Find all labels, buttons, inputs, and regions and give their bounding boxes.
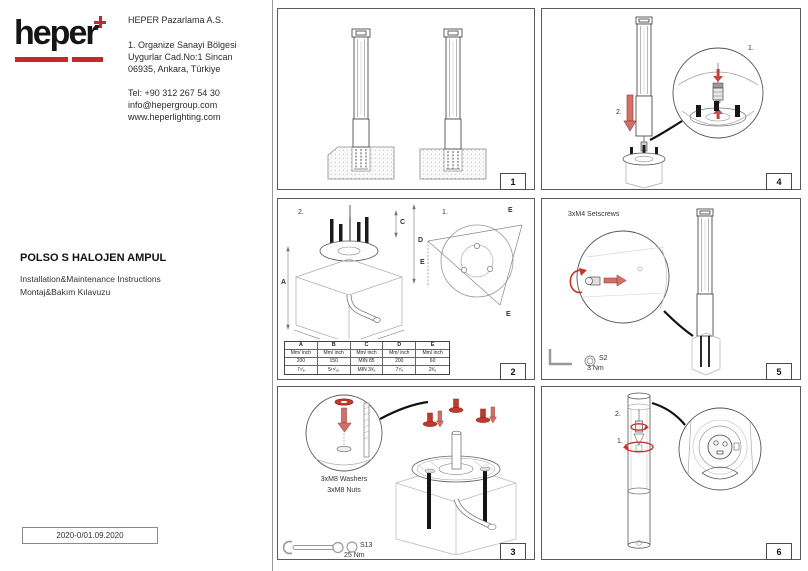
table-inch-e: 2³⁄₈ xyxy=(428,367,437,373)
table-header-c: C xyxy=(350,342,384,350)
table-mm-b: 150 xyxy=(317,358,351,366)
panel2-dimension-table: A B C D E Mm/ inch Mm/ inch Mm/ inch Mm/… xyxy=(284,341,450,375)
panel2-plan-label: 1. xyxy=(442,209,448,216)
panel6-step2-label: 2. xyxy=(615,411,621,418)
company-address-1: 1. Organize Sanayi Bölgesi xyxy=(128,40,237,50)
panel6-number-box: 6 xyxy=(766,543,792,560)
company-tel: Tel: +90 312 267 54 30 xyxy=(128,88,220,98)
panel1-number-box: 1 xyxy=(500,173,526,190)
panel3-washers-label: 3xM8 Washers xyxy=(320,476,368,483)
table-inch-c: MIN 3³⁄₈ xyxy=(351,366,384,374)
panel-2: 2. A B B C D 1. E E E A B C D E Mm/ inch… xyxy=(277,198,535,380)
panel4-drawing-lamp-insert xyxy=(622,16,764,189)
panel1-drawing-two-bollards xyxy=(327,28,487,180)
table-inch-a: 7⁷⁄₈ xyxy=(285,366,318,374)
table-header-e: E xyxy=(416,342,449,350)
company-address-2: Uygurlar Cad.No:1 Sincan xyxy=(128,52,233,62)
panel3-nuts-label: 3xM8 Nuts xyxy=(327,487,361,494)
panel-5: 3xM4 Setscrews S2 3 Nm 5 xyxy=(541,198,801,380)
table-inch-b: 5¹⁵⁄₁₆ xyxy=(318,366,351,374)
logo-underline-right xyxy=(72,57,103,62)
panel2-number: 2 xyxy=(510,366,516,377)
panel6-number: 6 xyxy=(776,546,782,557)
table-header-d: D xyxy=(383,342,417,350)
table-unit-e: Mm/ inch xyxy=(416,350,449,358)
panel2-dim-e2: E xyxy=(508,207,513,214)
panel5-number-box: 5 xyxy=(766,363,792,380)
company-web: www.heperlighting.com xyxy=(128,112,221,122)
panel3-number-box: 3 xyxy=(500,543,526,560)
subtitle-en: Installation&Maintenance Instructions xyxy=(20,274,161,284)
panel-6: 2. 1. 6 xyxy=(541,386,801,560)
panel2-dim-a: A xyxy=(281,279,287,286)
panel2-iso-label: 2. xyxy=(298,209,304,216)
panel3-drawing-washers-nuts xyxy=(282,394,518,556)
panel5-setscrews-label: 3xM4 Setscrews xyxy=(568,211,620,218)
panel2-dim-e3: E xyxy=(506,311,511,318)
panel5-drawing-setscrews xyxy=(548,208,721,376)
column-separator xyxy=(272,0,273,571)
table-mm-e: 60 xyxy=(416,358,449,366)
panel-1: 1 xyxy=(277,8,535,190)
table-header-a: A xyxy=(285,342,318,350)
allen-key-icon xyxy=(548,349,572,366)
logo-underline-left xyxy=(15,57,68,62)
heper-logo: heper xyxy=(14,14,99,52)
panel4-step1-label: 1. xyxy=(748,45,754,52)
wrench-icon xyxy=(282,540,344,555)
company-email: info@hepergroup.com xyxy=(128,100,218,110)
panel4-number: 4 xyxy=(776,176,782,187)
panel4-step2-label: 2. xyxy=(616,109,622,116)
product-title: POLSO S HALOJEN AMPUL xyxy=(20,252,167,264)
table-mm-a: 200 xyxy=(285,358,318,366)
heper-logo-plus-icon xyxy=(93,16,107,30)
table-mm-c: MIN 85 xyxy=(350,358,384,366)
panel3-tool-label: S13 xyxy=(360,542,373,549)
panel2-number-box: 2 xyxy=(500,363,526,380)
panel2-drawing-foundation-dimensions xyxy=(286,204,523,339)
panel5-torque-label: 3 Nm xyxy=(587,365,604,372)
table-unit-c: Mm/ inch xyxy=(350,350,384,358)
panel2-dim-e1: E xyxy=(420,259,425,266)
panel2-dim-c: C xyxy=(400,219,406,226)
company-address-3: 06935, Ankara, Türkiye xyxy=(128,64,221,74)
hex-socket-icon xyxy=(584,355,596,367)
panel4-number-box: 4 xyxy=(766,173,792,190)
subtitle-tr: Montaj&Bakım Kılavuzu xyxy=(20,287,111,297)
company-name: HEPER Pazarlama A.S. xyxy=(128,15,224,25)
panel5-number: 5 xyxy=(776,366,782,377)
table-header-b: B xyxy=(317,342,351,350)
panel6-drawing-lamp-assembly xyxy=(623,392,762,549)
table-unit-a: Mm/ inch xyxy=(285,350,318,358)
table-inch-d: 7⁷⁄₈ xyxy=(383,366,417,374)
panel-3: 3xM8 Washers 3xM8 Nuts S13 25 Nm 3 xyxy=(277,386,535,560)
panel3-number: 3 xyxy=(510,546,516,557)
table-unit-d: Mm/ inch xyxy=(383,350,417,358)
doc-code-box: 2020-0/01.09.2020 xyxy=(22,527,158,544)
panel2-dim-d: D xyxy=(418,237,424,244)
panel6-step1-label: 1. xyxy=(617,438,623,445)
panel5-tool-label: S2 xyxy=(599,355,608,362)
table-mm-d: 200 xyxy=(383,358,417,366)
hex-socket-icon xyxy=(346,541,358,553)
doc-code: 2020-0/01.09.2020 xyxy=(56,531,124,540)
panel-4: 2. 1. 4 xyxy=(541,8,801,190)
panel3-torque-label: 25 Nm xyxy=(344,552,365,559)
panel1-number: 1 xyxy=(510,176,516,187)
table-unit-b: Mm/ inch xyxy=(317,350,351,358)
